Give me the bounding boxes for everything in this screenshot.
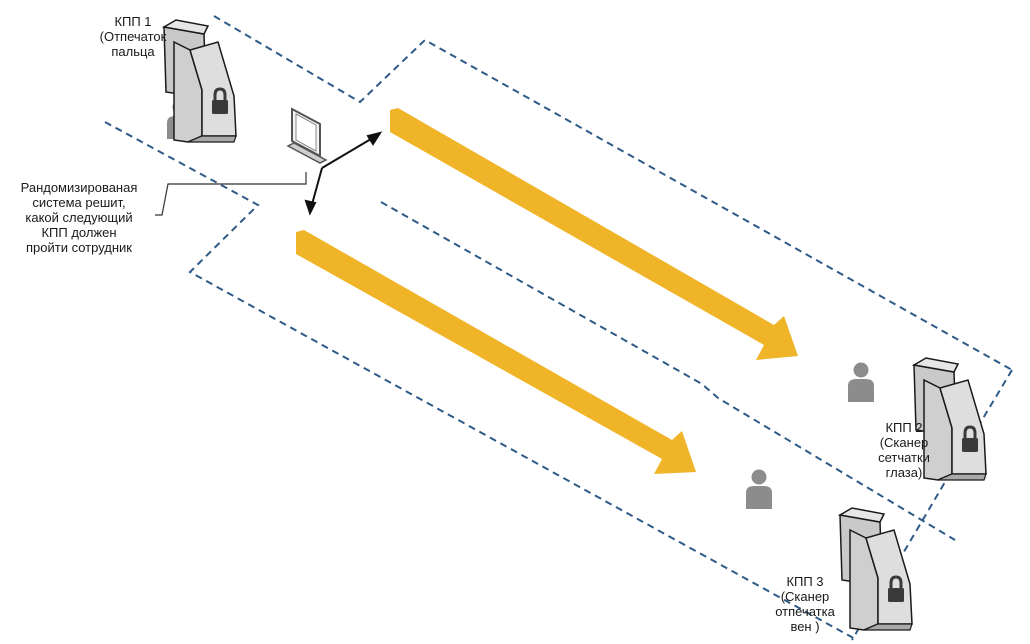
security-gate-icon-kpp3 [839,507,913,631]
corridor-border-left [104,121,858,641]
kpp2-desc-line2: сетчатки [878,450,930,465]
kpp2-title: КПП 2 [885,420,923,435]
kpp2-label: КПП 2 (Сканер сетчатки глаза) [856,420,952,480]
randomizer-annotation: Рандомизированая система решит, какой сл… [4,180,154,255]
decision-arrowhead-lower [304,199,317,216]
annotation-line3: какой следующий [25,210,133,225]
corridor-border-top [213,15,1013,371]
decision-line-lower [310,167,323,209]
annotation-line5: пройти сотрудник [26,240,132,255]
decision-arrowhead-upper [366,131,383,146]
annotation-line1: Рандомизированая [20,180,138,195]
computer-terminal-icon [286,107,328,164]
person-icon-kpp3 [746,469,772,509]
kpp1-desc-line2: пальца [111,44,155,59]
kpp2-desc-line3: глаза) [885,465,923,480]
route-arrows [296,108,798,474]
annotation-line2: система решит, [32,195,126,210]
route-arrow-to-kpp2 [390,108,798,360]
annotation-leader-line [155,172,307,216]
corridor-border-middle [380,201,956,541]
kpp1-label: КПП 1 (Отпечаток пальца [78,14,188,59]
kpp2-desc-line1: (Сканер [879,435,929,450]
annotation-line4: КПП должен [41,225,117,240]
kpp3-desc-line1: (Сканер [780,589,830,604]
kpp3-label: КПП 3 (Сканер отпечатка вен ) [760,574,850,634]
kpp3-title: КПП 3 [786,574,824,589]
kpp3-desc-line3: вен ) [790,619,820,634]
decision-line-upper [321,135,377,169]
kpp3-desc-line2: отпечатка [775,604,835,619]
route-arrow-to-kpp3 [296,230,696,474]
person-icon-kpp2 [848,362,874,402]
decision-arrows [304,131,383,216]
kpp1-desc-line1: (Отпечаток [99,29,167,44]
kpp1-title: КПП 1 [114,14,152,29]
